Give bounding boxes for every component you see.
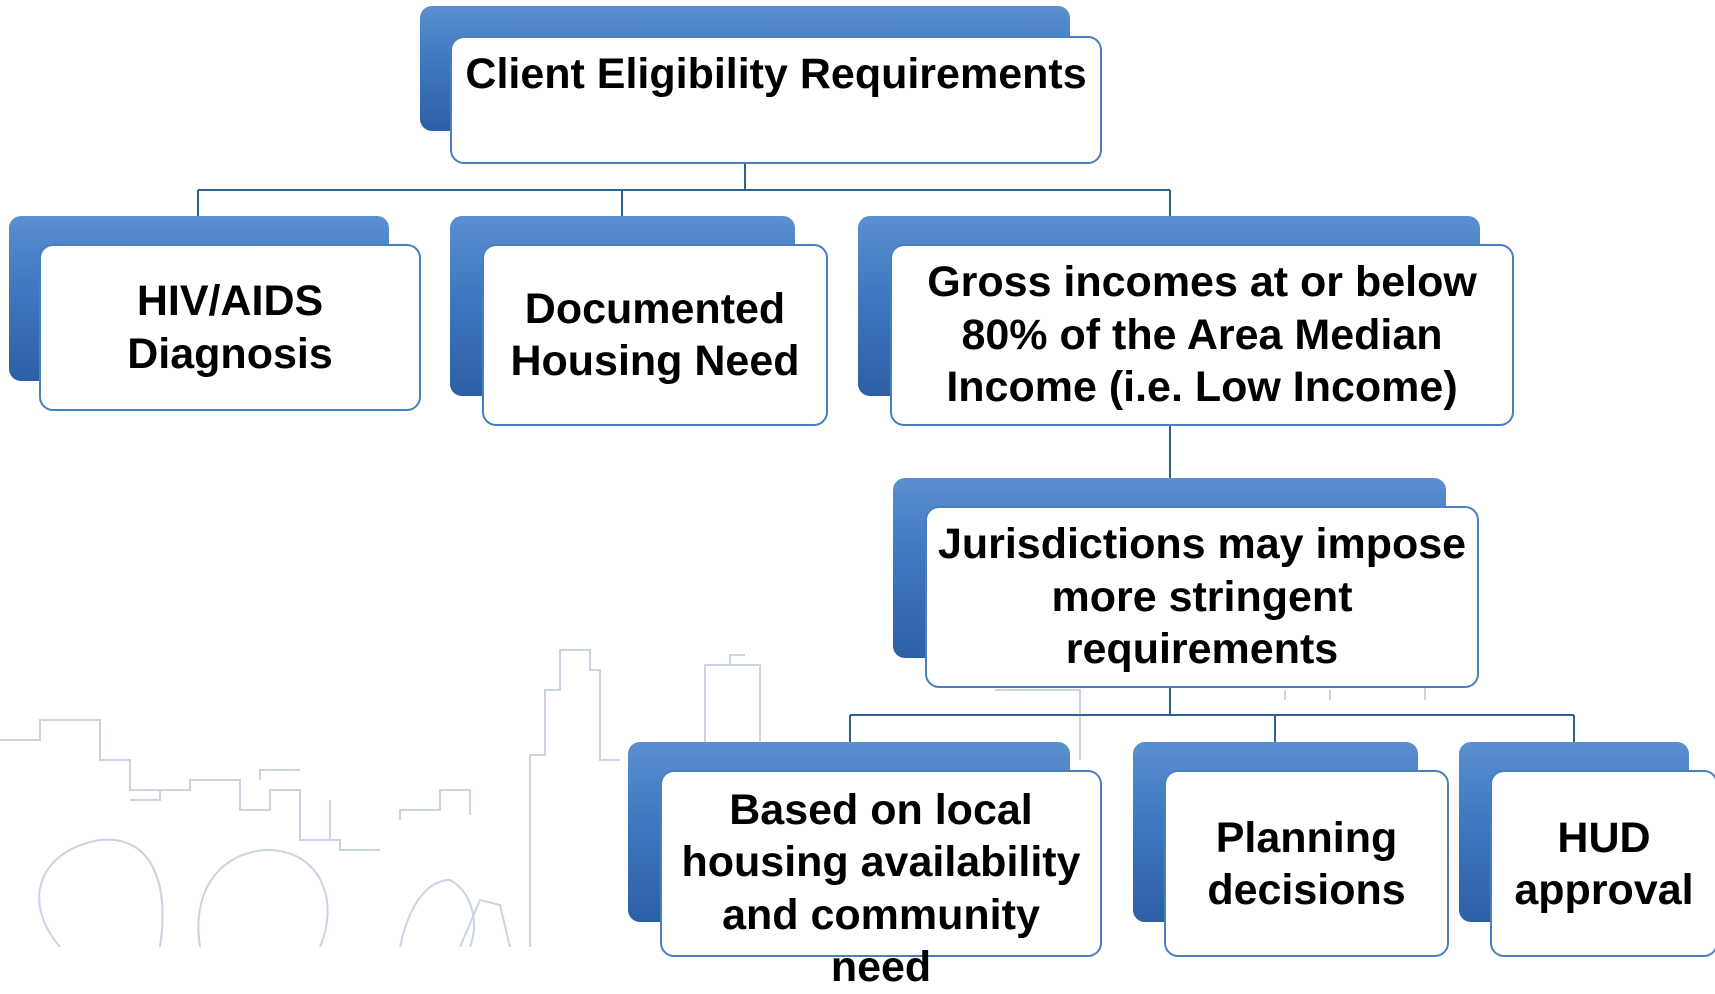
node-hud-approval: HUD approval bbox=[1459, 742, 1715, 957]
node-box: Planning decisions bbox=[1164, 770, 1449, 957]
connectors bbox=[197, 162, 1575, 742]
node-planning-decisions: Planning decisions bbox=[1133, 742, 1449, 957]
node-box: Gross incomes at or below 80% of the Are… bbox=[890, 244, 1514, 426]
node-label: Gross incomes at or below 80% of the Are… bbox=[927, 258, 1477, 412]
node-local-housing-availability: Based on local housing availability and … bbox=[628, 742, 1102, 991]
diagram-canvas bbox=[0, 162, 1581, 947]
node-box: HUD approval bbox=[1490, 770, 1715, 957]
node-jurisdictions-stringent-requirements: Jurisdictions may impose more stringent … bbox=[893, 478, 1479, 688]
node-hiv-aids-diagnosis: HIV/AIDS Diagnosis bbox=[9, 216, 421, 411]
node-box: Based on local housing availability and … bbox=[660, 770, 1102, 991]
node-label: Based on local housing availability and … bbox=[681, 786, 1081, 992]
node-box: HIV/AIDS Diagnosis bbox=[39, 244, 421, 411]
node-documented-housing-need: Documented Housing Need bbox=[450, 216, 828, 426]
node-label: Documented Housing Need bbox=[510, 284, 800, 385]
node-label: Jurisdictions may impose more stringent … bbox=[937, 520, 1467, 674]
node-label: Client Eligibility Requirements bbox=[465, 50, 1087, 98]
node-label: HUD approval bbox=[1514, 814, 1694, 915]
node-label: HIV/AIDS Diagnosis bbox=[127, 277, 333, 378]
node-box: Jurisdictions may impose more stringent … bbox=[925, 506, 1479, 688]
node-box: Documented Housing Need bbox=[482, 244, 828, 426]
node-gross-income-limit: Gross incomes at or below 80% of the Are… bbox=[858, 216, 1514, 426]
node-label: Planning decisions bbox=[1207, 814, 1406, 915]
node-box: Client Eligibility Requirements bbox=[450, 36, 1102, 164]
node-client-eligibility-requirements: Client Eligibility Requirements bbox=[420, 6, 1102, 164]
